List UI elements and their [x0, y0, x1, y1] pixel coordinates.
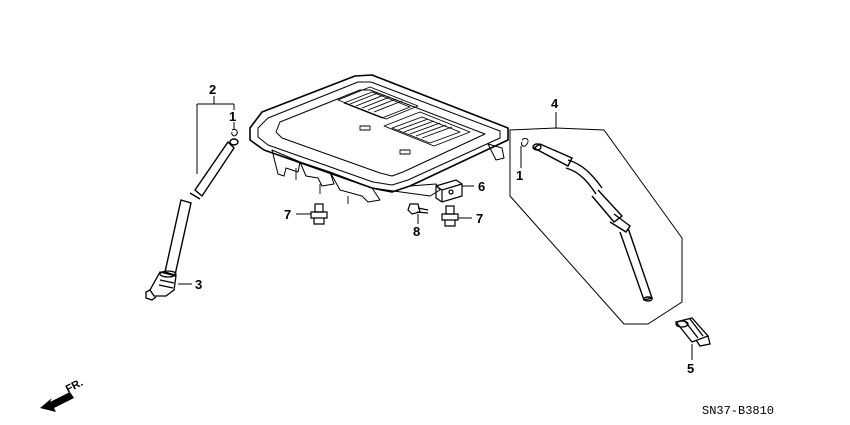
callout-6: 6	[478, 179, 485, 194]
callout-1-right: 1	[516, 168, 523, 183]
callout-5: 5	[687, 361, 694, 376]
front-indicator-label: FR.	[64, 377, 85, 396]
front-direction-arrow-icon	[40, 392, 74, 412]
sunroof-frame-assembly	[249, 74, 509, 204]
leader-bracket-2	[196, 96, 235, 174]
callout-7-left: 7	[284, 207, 291, 222]
bolt-part-7-left	[310, 203, 328, 225]
drain-hose-left-part-2	[164, 138, 239, 276]
hose-fitting-part-5	[674, 317, 711, 347]
clip-left-part-1	[231, 129, 238, 137]
elbow-fitting-part-3	[145, 270, 177, 301]
callout-4: 4	[551, 96, 559, 111]
clip-right-part-1	[520, 137, 529, 168]
callout-1-left: 1	[229, 109, 236, 124]
callout-8: 8	[413, 224, 420, 239]
callout-7-right: 7	[476, 211, 483, 226]
assembly-outline-part-4	[509, 112, 683, 325]
diagram-code: SN37-B3810	[702, 404, 774, 418]
callout-2: 2	[209, 82, 216, 97]
bracket-part-6	[435, 179, 463, 203]
callout-3: 3	[195, 277, 202, 292]
bolt-part-7-right	[441, 205, 459, 227]
screw-part-8	[407, 203, 429, 215]
drain-hose-right	[532, 143, 653, 302]
